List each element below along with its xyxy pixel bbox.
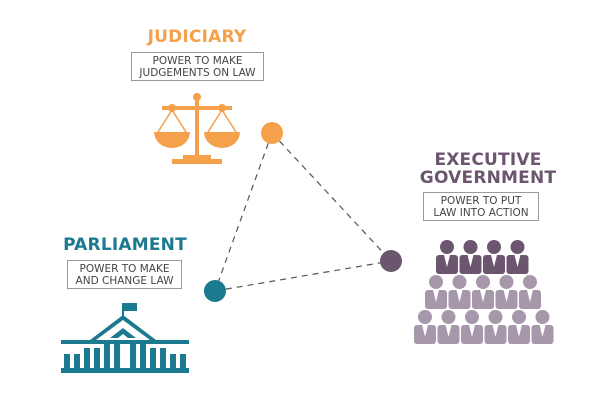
building-column — [170, 354, 176, 368]
judiciary-description: POWER TO MAKE JUDGEMENTS ON LAW — [131, 52, 264, 81]
judiciary-title: JUDICIARY — [147, 27, 247, 47]
line-parliament-executive — [214, 260, 392, 292]
person-icon — [437, 310, 460, 344]
person-icon — [459, 240, 482, 274]
parliament-title: PARLIAMENT — [63, 235, 187, 255]
building-column — [180, 354, 186, 368]
building-column — [140, 344, 146, 368]
executive-node — [380, 250, 402, 272]
person-icon — [472, 275, 494, 309]
person-icon — [436, 240, 458, 274]
person-icon — [508, 310, 530, 344]
building-column — [160, 348, 166, 368]
judiciary-node — [261, 122, 283, 144]
line-judiciary-executive — [271, 132, 392, 262]
building-column — [74, 354, 80, 368]
line-judiciary-parliament — [214, 132, 273, 292]
executive-description: POWER TO PUT LAW INTO ACTION — [423, 192, 539, 221]
person-icon — [531, 310, 554, 344]
person-icon — [484, 310, 507, 344]
person-icon — [414, 310, 436, 344]
parliament-desc-line1: POWER TO MAKE — [79, 263, 170, 275]
people-group-icon — [414, 240, 554, 344]
building-column — [104, 344, 110, 368]
judiciary-desc-line2: JUDGEMENTS ON LAW — [139, 67, 256, 79]
building-column — [130, 344, 136, 368]
person-icon — [483, 240, 505, 274]
person-icon — [519, 275, 541, 309]
scales-of-justice-icon — [154, 93, 240, 164]
parliament-node — [204, 280, 226, 302]
building-column — [114, 344, 120, 368]
building-column — [84, 348, 90, 368]
parliament-desc-line2: AND CHANGE LAW — [75, 275, 174, 287]
connector-lines — [214, 132, 392, 292]
person-icon — [506, 240, 529, 274]
executive-desc-line2: LAW INTO ACTION — [433, 207, 529, 219]
person-icon — [425, 275, 447, 309]
building-column — [64, 354, 70, 368]
person-icon — [461, 310, 483, 344]
executive-desc-line1: POWER TO PUT — [440, 195, 522, 207]
parliament-building-icon — [61, 303, 189, 373]
person-icon — [495, 275, 518, 309]
judiciary-desc-line1: POWER TO MAKE — [152, 55, 243, 67]
building-column — [150, 348, 156, 368]
executive-title-line2: GOVERNMENT — [419, 168, 557, 188]
person-icon — [448, 275, 471, 309]
executive-title: EXECUTIVE GOVERNMENT — [410, 151, 566, 187]
parliament-description: POWER TO MAKE AND CHANGE LAW — [67, 260, 182, 289]
building-column — [94, 348, 100, 368]
executive-title-line1: EXECUTIVE — [434, 150, 542, 170]
